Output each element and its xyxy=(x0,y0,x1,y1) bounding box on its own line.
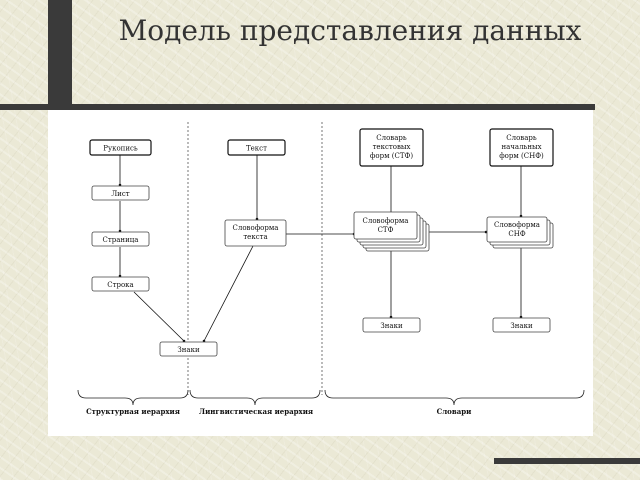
node-wordform-snf-label-2: СНФ xyxy=(508,230,525,238)
node-dict-nf-label-3: форм (СНФ) xyxy=(499,152,544,160)
node-dict-nf-label-1: Словарь xyxy=(506,134,537,142)
node-wordform-stf-label-1: Словоформа xyxy=(363,217,409,225)
decorative-bar-vertical xyxy=(48,0,72,106)
section-label-linguistic: Лингвистическая иерархия xyxy=(199,407,313,416)
node-signs-left: Знаки xyxy=(159,341,218,357)
brace-structural xyxy=(77,389,189,406)
node-sheet: Лист xyxy=(91,185,150,201)
brace-linguistic xyxy=(189,389,321,406)
node-dict-tf-label-1: Словарь xyxy=(376,134,407,142)
node-dict-nf: Словарь начальных форм (СНФ) xyxy=(489,128,554,167)
node-wordform-snf-label-1: Словоформа xyxy=(494,221,540,229)
slide-title: Модель представления данных xyxy=(118,14,582,47)
node-line: Строка xyxy=(91,276,150,292)
section-braces xyxy=(77,389,585,406)
node-manuscript: Рукопись xyxy=(89,139,152,156)
node-text: Текст xyxy=(227,139,286,156)
node-page-label: Страница xyxy=(103,236,139,244)
node-signs-snf-label: Знаки xyxy=(510,322,533,330)
node-dict-tf: Словарь текстовых форм (СТФ) xyxy=(359,128,424,167)
section-label-dictionaries: Словари xyxy=(437,407,472,416)
node-manuscript-label: Рукопись xyxy=(103,145,138,153)
connectors xyxy=(118,155,523,343)
node-page: Страница xyxy=(91,231,150,247)
node-signs-stf: Знаки xyxy=(362,317,421,333)
node-signs-stf-label: Знаки xyxy=(380,322,403,330)
node-text-label: Текст xyxy=(246,145,267,153)
decorative-bar-bottom xyxy=(494,458,640,464)
data-model-diagram: Рукопись Лист Страница Строка Знаки Текс… xyxy=(77,122,585,416)
diagram-panel: Рукопись Лист Страница Строка Знаки Текс… xyxy=(48,110,593,436)
edge-wordform-signs xyxy=(202,245,254,343)
node-wordform-stf-label-2: СТФ xyxy=(378,226,394,234)
node-signs-snf: Знаки xyxy=(492,317,551,333)
node-signs-left-label: Знаки xyxy=(177,346,200,354)
node-line-label: Строка xyxy=(107,281,133,289)
decorative-bar-horizontal xyxy=(0,104,595,110)
node-wordform-stf-stack: Словоформа СТФ xyxy=(353,211,430,252)
section-label-structural: Структурная иерархия xyxy=(86,407,180,416)
brace-dictionaries xyxy=(324,389,585,406)
node-dict-nf-label-2: начальных xyxy=(501,143,541,151)
edge-line-signs xyxy=(133,291,186,343)
node-wordform-text: Словоформа текста xyxy=(224,219,287,247)
node-wordform-text-label-1: Словоформа xyxy=(233,224,279,232)
node-wordform-text-label-2: текста xyxy=(243,233,267,241)
node-wordform-snf-stack: Словоформа СНФ xyxy=(486,216,554,249)
node-sheet-label: Лист xyxy=(111,190,129,198)
node-dict-tf-label-2: текстовых xyxy=(373,143,411,151)
node-dict-tf-label-3: форм (СТФ) xyxy=(370,152,413,160)
